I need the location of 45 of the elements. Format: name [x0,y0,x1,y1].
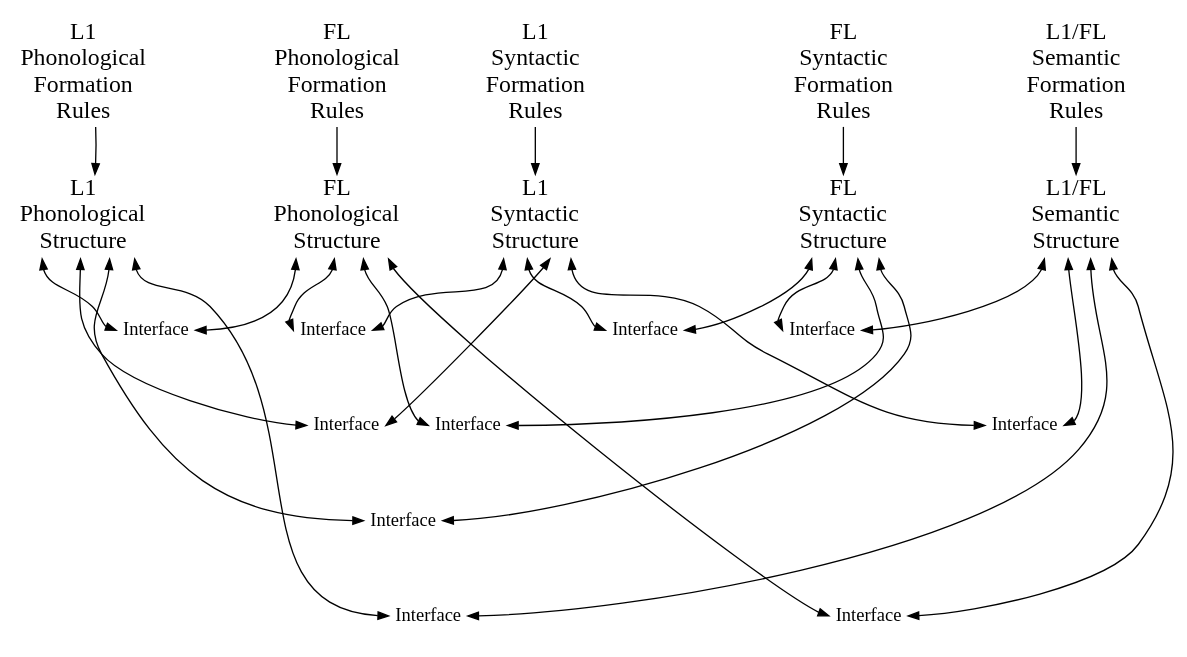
node-text: L1/FL Semantic Structure [1031,173,1120,253]
node-text: L1 Syntactic Formation Rules [485,17,585,123]
node-text: FL Syntactic Structure [798,173,887,253]
arrow [75,256,309,430]
arrow [682,256,814,334]
arrow [1062,256,1083,426]
node-text: L1 Syntactic Structure [490,173,579,253]
arrow [838,125,849,176]
arrow [39,256,119,331]
arrow [530,125,540,176]
arrow [1071,125,1081,176]
node-text: L1/FL Semantic Formation Rules [1026,17,1126,123]
node-text: FL Phonological Formation Rules [274,17,400,123]
node-text: Interface [612,318,678,339]
node-text: Interface [370,509,436,530]
node-text: Interface [991,413,1058,434]
node-text: Interface [123,318,189,339]
arrow [524,256,608,331]
node-text: Interface [395,604,462,625]
node-text: L1 Phonological Structure [19,173,146,253]
arrow [131,256,391,620]
arrow [332,125,342,176]
node-text: Interface [435,413,501,434]
node-text: L1 Phonological Formation Rules [20,17,146,123]
arrow [859,256,1047,334]
arrow [193,256,300,335]
arrow [567,256,987,430]
arrow [773,256,838,332]
node-text: Interface [789,318,856,339]
node-text: Interface [300,318,366,339]
arrow [360,256,431,426]
arrow [284,256,337,332]
node-text: FL Phonological Structure [273,173,400,253]
arrow [370,256,507,331]
arrow [440,256,912,525]
arrow [505,256,884,430]
arrow [384,256,552,427]
node-text: FL Syntactic Formation Rules [793,17,893,123]
node-text: Interface [835,604,902,625]
arrow [465,256,1108,620]
arrow [93,256,366,525]
arrow [906,256,1174,620]
arrow [387,256,831,617]
arrow [91,125,101,176]
node-text: Interface [313,413,380,434]
